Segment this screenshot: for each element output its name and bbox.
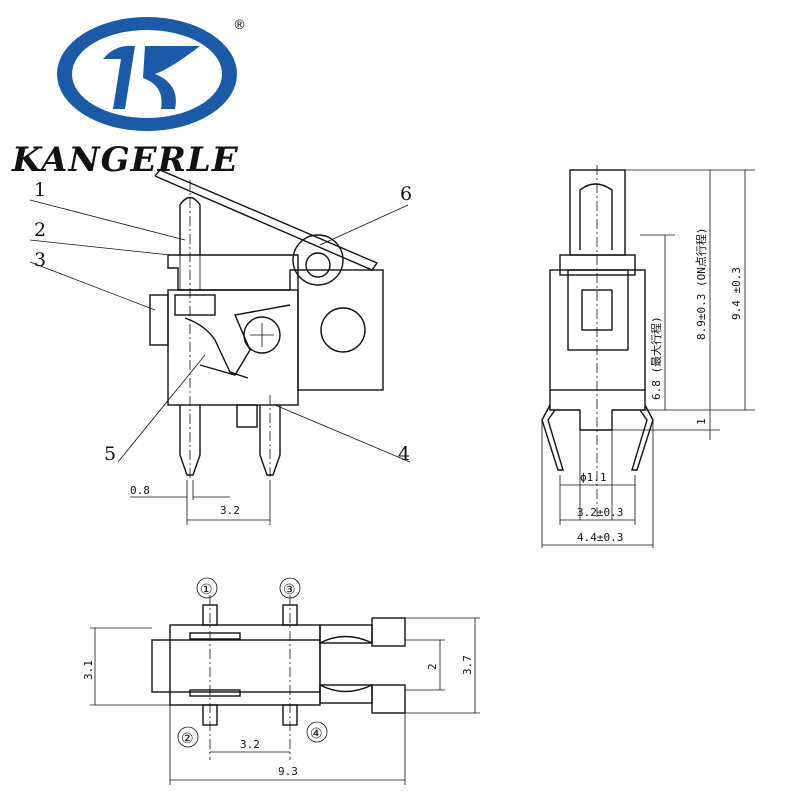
kangerle-logo-icon [57,17,237,131]
dim-pin-width: 0.8 [130,484,150,497]
callout-5: 5 [104,443,116,465]
callout-1: 1 [34,179,46,201]
dim-span-outer: 4.4±0.3 [577,531,623,544]
dim-stroke-max: 6.8 (最大行程) [649,316,663,400]
dim-diameter: ϕ1.1 [580,471,607,484]
callout-4: 4 [398,443,410,465]
registered-mark: ® [233,18,246,33]
callout-6: 6 [400,183,412,205]
callout-2: 2 [34,219,46,241]
side-view: 6.8 (最大行程) 8.9±0.3 (ON点行程) 9.4 ±0.3 1 ϕ1… [541,165,755,548]
pin-label-3: ③ [283,582,296,598]
dim-offset: 1 [695,418,708,425]
pin-label-2: ② [181,731,194,747]
callout-3: 3 [34,249,46,271]
dim-bottom-pitch: 3.2 [240,738,260,751]
dim-height: 9.4 ±0.3 [730,267,743,320]
dim-pitch: 3.2 [220,504,240,517]
dim-bottom-slot: 2 [426,663,439,670]
dim-bottom-height: 3.1 [82,660,95,680]
dim-on-point: 8.9±0.3 (ON点行程) [695,228,708,340]
pin-label-4: ④ [310,726,323,742]
dim-span-inner: 3.2±0.3 [577,506,623,519]
dim-bottom-length: 9.3 [278,765,298,778]
front-view: 0.8 3.2 1 2 3 4 5 6 [29,169,412,525]
brand-name: KANGERLE [12,140,239,180]
pin-label-1: ① [200,582,213,598]
bottom-view: ① ② ③ ④ 3.1 3.2 9.3 2 3.7 [82,577,480,785]
dim-bottom-width: 3.7 [461,655,474,675]
